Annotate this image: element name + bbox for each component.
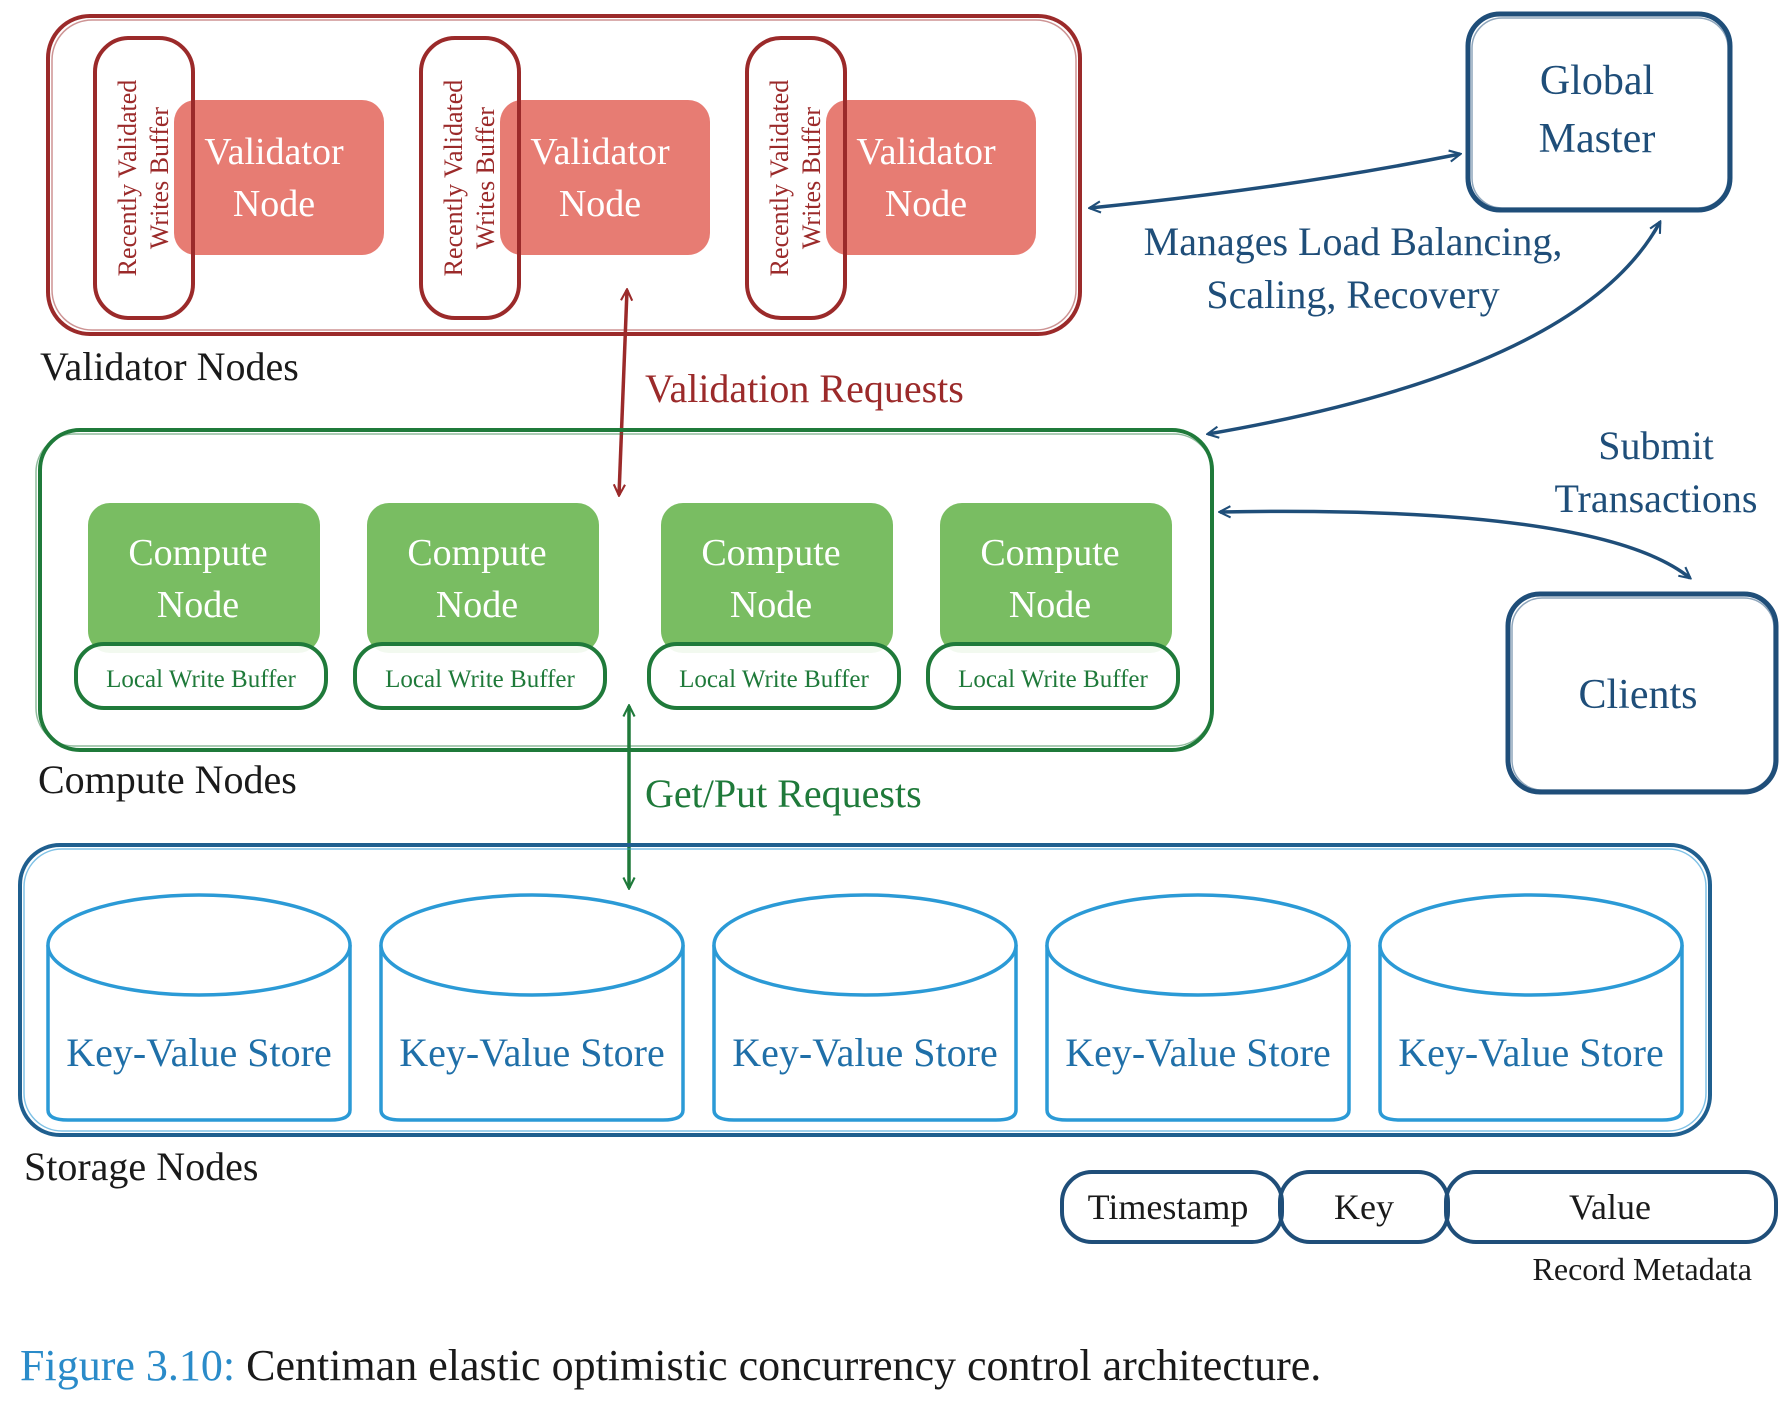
key-value-store-label: Key-Value Store [399, 1030, 664, 1075]
clients-label: Clients [1578, 672, 1697, 718]
key-value-store-label: Key-Value Store [1398, 1030, 1663, 1075]
key-value-store-label: Key-Value Store [66, 1030, 331, 1075]
compute-node-box [661, 503, 893, 653]
submit-label-line1: Submit [1598, 423, 1714, 468]
store-cylinder-body [379, 945, 685, 1122]
local-write-buffer-label: Local Write Buffer [958, 666, 1148, 693]
store-cylinder-body [1378, 945, 1684, 1122]
validator-node-box [174, 100, 384, 255]
compute-node-label-line2: Node [730, 584, 812, 626]
compute-node-label-line1: Compute [128, 532, 267, 574]
store-cylinder-body [46, 945, 352, 1122]
buffer-label-line2: Writes Buffer [145, 107, 174, 249]
local-write-buffer-label: Local Write Buffer [385, 666, 575, 693]
local-write-buffer-label: Local Write Buffer [106, 666, 296, 693]
validator-group-label: Validator Nodes [40, 344, 299, 389]
recently-validated-buffer-box [745, 36, 847, 320]
key-value-store: Key-Value Store [1045, 893, 1351, 1122]
store-cylinder-top [712, 893, 1018, 997]
store-cylinder-top [1378, 893, 1684, 997]
key-value-store-label: Key-Value Store [1065, 1030, 1330, 1075]
compute-node-label-line2: Node [157, 584, 239, 626]
validator-group-box [46, 14, 1082, 336]
local-write-buffer-box [647, 642, 901, 710]
compute-node-box [88, 503, 320, 653]
buffer-label-line2: Writes Buffer [797, 107, 826, 249]
global-master-box [1465, 11, 1733, 213]
record-metadata-label: Record Metadata [1533, 1251, 1752, 1287]
store-cylinder-body [1045, 945, 1351, 1122]
store-cylinder-top [1045, 893, 1351, 997]
buffer-label-line2: Writes Buffer [471, 107, 500, 249]
record-key-label: Key [1334, 1187, 1394, 1227]
compute-group-label: Compute Nodes [38, 757, 297, 802]
compute-node-label-line1: Compute [980, 532, 1119, 574]
key-value-store: Key-Value Store [1378, 893, 1684, 1122]
get-put-requests-label: Get/Put Requests [645, 771, 922, 816]
global-master-line2: Master [1539, 116, 1656, 162]
buffer-label-line1: Recently Validated [439, 80, 468, 277]
storage-units: Key-Value Store Key-Value Store Key-Value … [46, 893, 1684, 1122]
figure-caption-text: Centiman elastic optimistic concurrency … [235, 1341, 1322, 1390]
store-cylinder-top [46, 893, 352, 997]
local-write-buffer-label: Local Write Buffer [679, 666, 869, 693]
compute-node-label-line1: Compute [701, 532, 840, 574]
manages-label-line1: Manages Load Balancing, [1144, 219, 1563, 264]
buffer-label-line1: Recently Validated [765, 80, 794, 277]
compute-node-box [940, 503, 1172, 653]
compute-node-label-line1: Compute [407, 532, 546, 574]
key-value-store: Key-Value Store [712, 893, 1018, 1122]
validator-node-label-line2: Node [885, 183, 967, 225]
master-to-compute-arrow [1208, 222, 1662, 434]
compute-node-label-line2: Node [1009, 584, 1091, 626]
recently-validated-buffer-box [419, 36, 521, 320]
storage-group-box [18, 843, 1712, 1137]
validator-node-label-line1: Validator [856, 131, 996, 173]
validator-node-label-line2: Node [559, 183, 641, 225]
record-value-label: Value [1569, 1187, 1651, 1227]
validation-requests-label: Validation Requests [645, 366, 964, 411]
key-value-store: Key-Value Store [46, 893, 352, 1122]
validator-node-label-line2: Node [233, 183, 315, 225]
key-value-store-label: Key-Value Store [732, 1030, 997, 1075]
recently-validated-buffer-box [93, 36, 195, 320]
figure-caption: Figure 3.10: Centiman elastic optimistic… [20, 1340, 1321, 1391]
compute-node-label-line2: Node [436, 584, 518, 626]
validation-requests-arrow [619, 290, 627, 495]
figure-number: Figure 3.10: [20, 1341, 236, 1390]
storage-group-label: Storage Nodes [24, 1144, 258, 1189]
record-value-cell [1444, 1170, 1778, 1244]
clients-box [1505, 591, 1779, 795]
master-to-validator-arrow [1090, 154, 1460, 208]
record-timestamp-label: Timestamp [1088, 1187, 1249, 1227]
submit-transactions-arrow [1220, 511, 1690, 578]
manages-label-line2: Scaling, Recovery [1206, 272, 1499, 317]
key-value-store: Key-Value Store [379, 893, 685, 1122]
global-master-line1: Global [1540, 58, 1654, 104]
local-write-buffer-box [353, 642, 607, 710]
store-cylinder-body [712, 945, 1018, 1122]
local-write-buffer-box [74, 642, 328, 710]
compute-node-box [367, 503, 599, 653]
validator-node-box [826, 100, 1036, 255]
validator-node-label-line1: Validator [530, 131, 670, 173]
validator-node-box [500, 100, 710, 255]
buffer-label-line1: Recently Validated [113, 80, 142, 277]
local-write-buffer-box [926, 642, 1180, 710]
submit-label-line2: Transactions [1555, 476, 1758, 521]
validator-node-label-line1: Validator [204, 131, 344, 173]
store-cylinder-top [379, 893, 685, 997]
